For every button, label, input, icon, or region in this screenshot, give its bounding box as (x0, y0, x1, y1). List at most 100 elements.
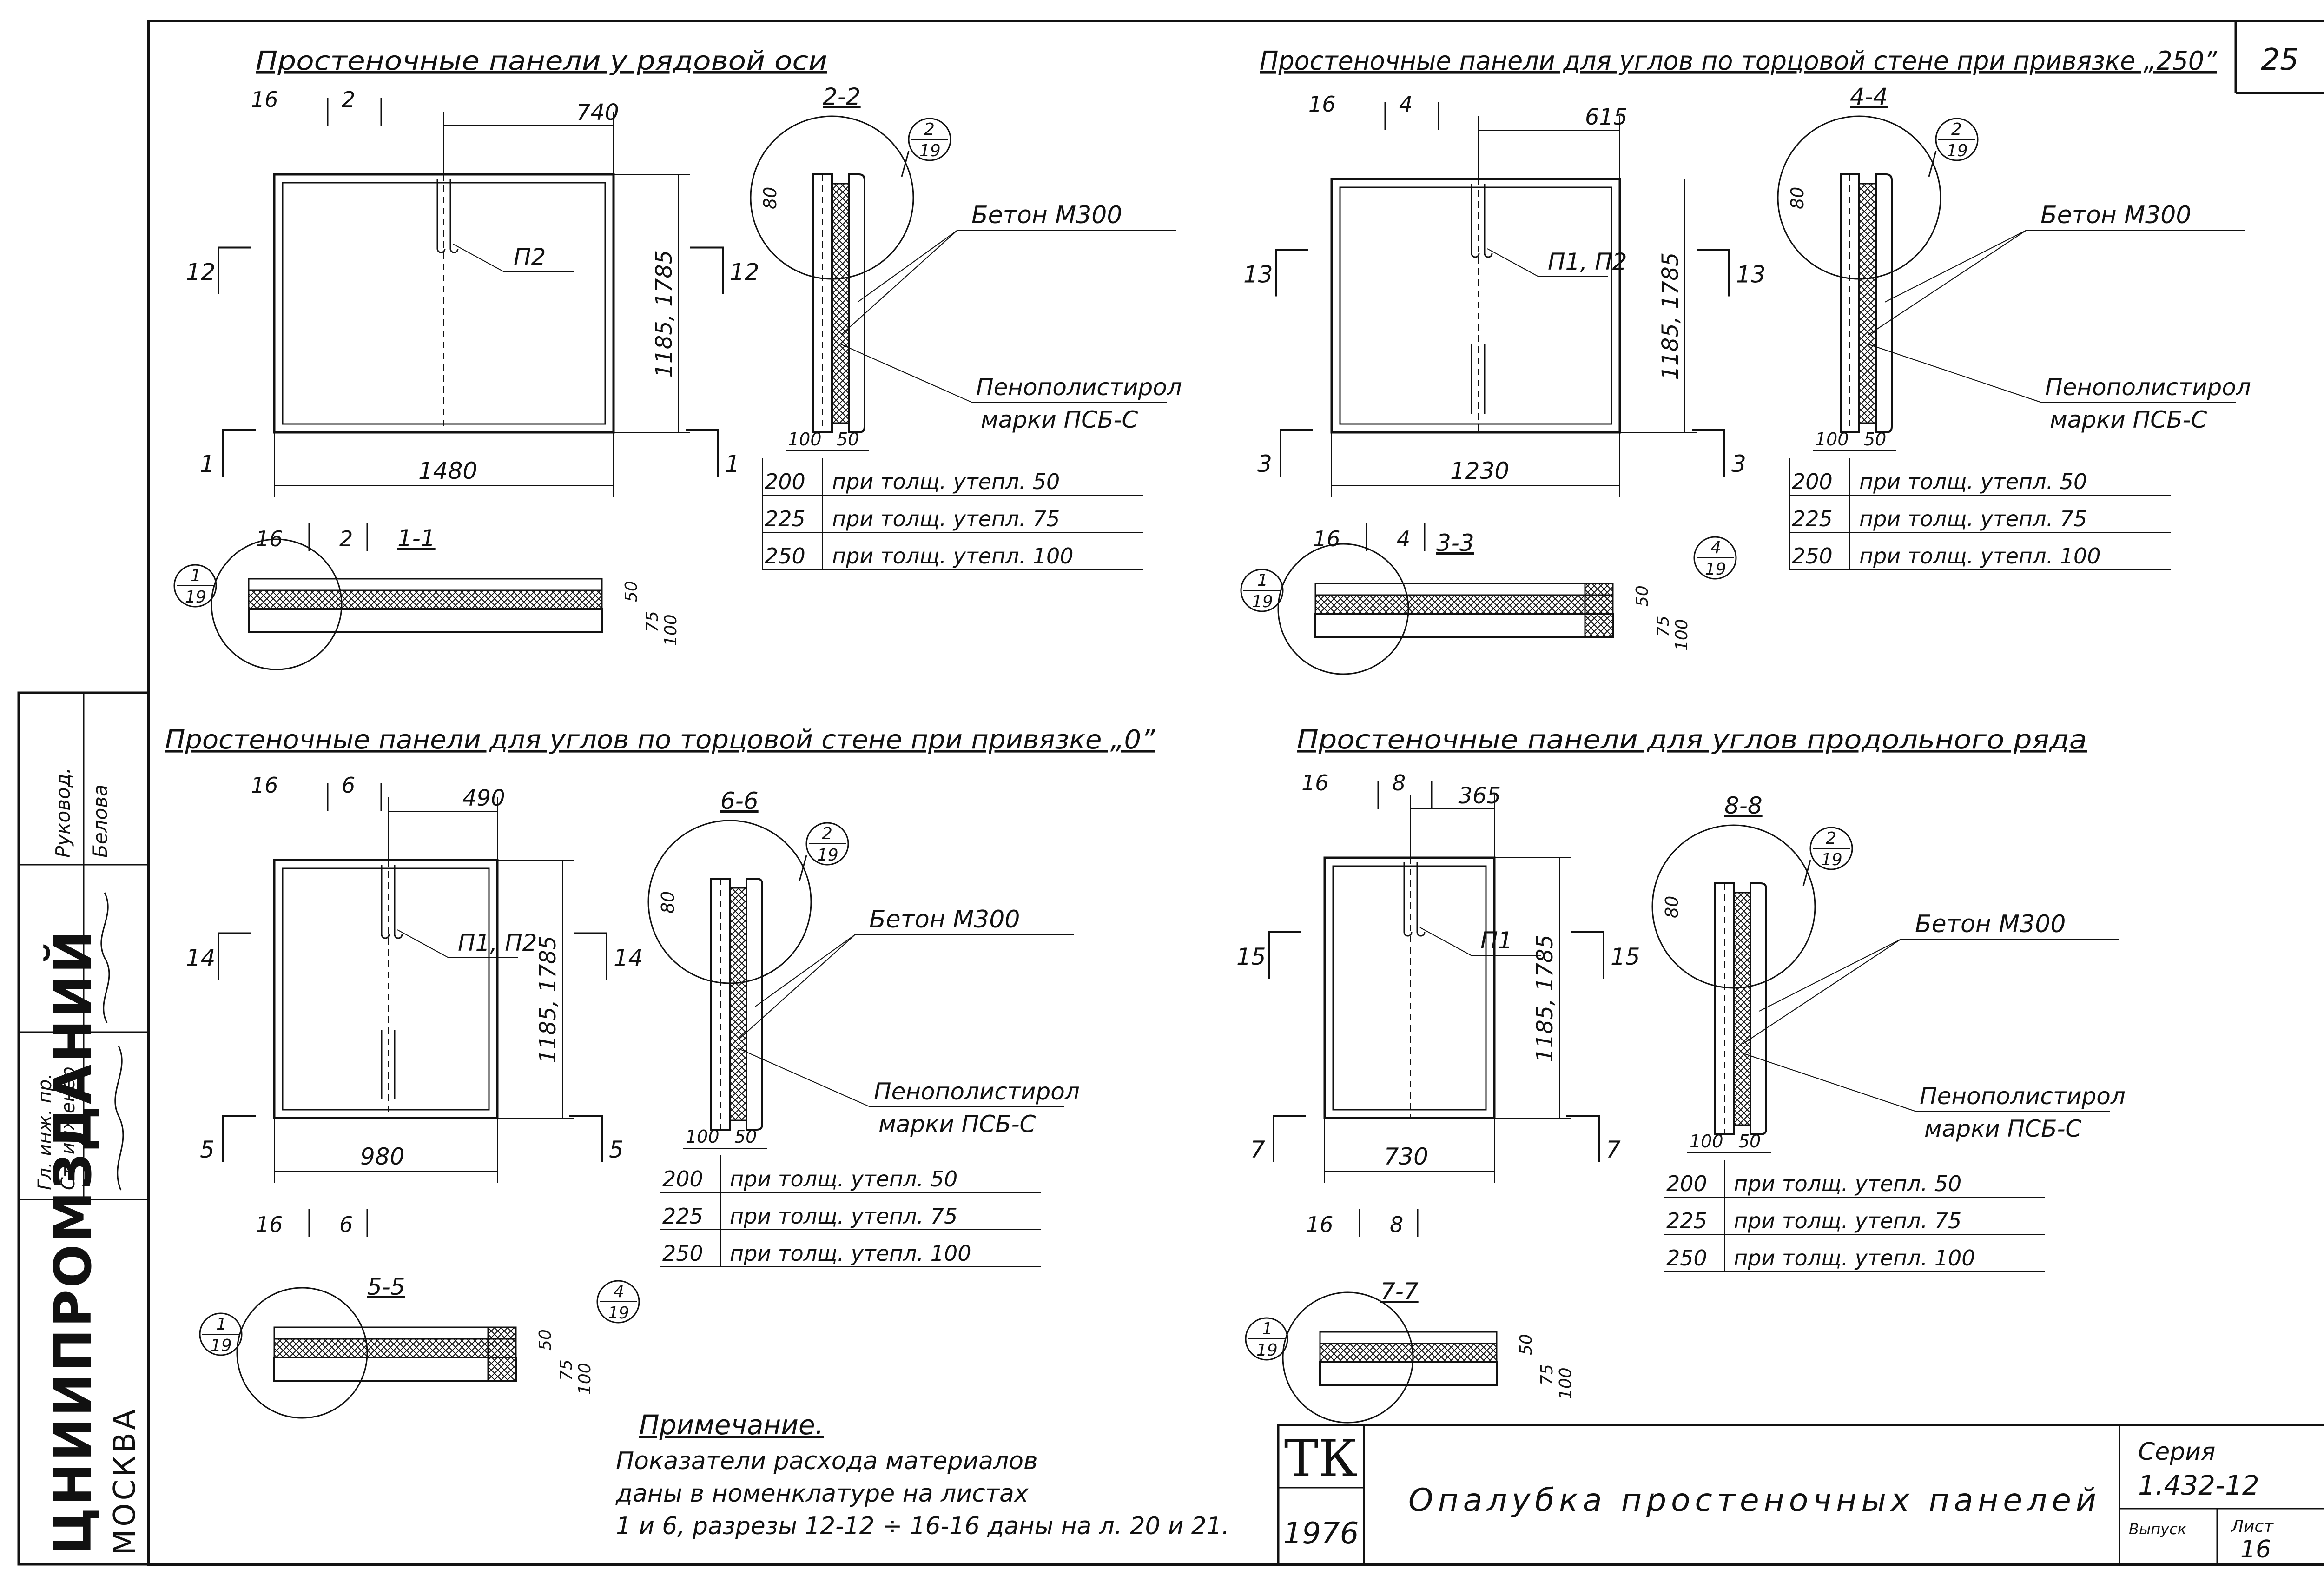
series-label: Серия (2138, 1438, 2215, 1466)
note-title: Примечание. (639, 1409, 824, 1441)
insert-label: П1 (1480, 927, 1512, 954)
table-note: при толщ. утепл. 50 (1859, 469, 2087, 494)
plan-dim-100: 100 (661, 614, 680, 646)
dim-100: 100 (788, 429, 822, 450)
cut-label-bottom-left: 1 (200, 450, 215, 477)
cut-marker-bottom-left (222, 1115, 256, 1162)
panel-group-end-wall-0: Простеночные панели для углов по торцово… (165, 725, 1155, 1419)
panel-title: Простеночные панели у рядовой оси (256, 46, 827, 76)
cut-marker-right (574, 932, 607, 980)
label-leader (1743, 939, 1901, 1044)
cut-marker-right (1571, 931, 1604, 979)
plan-corner (487, 1326, 517, 1382)
section-dim-80: 80 (1787, 187, 1808, 209)
panel-group-end-wall-250: Простеночные панели для углов по торцово… (1240, 46, 2251, 675)
insert-leader (1419, 927, 1472, 956)
label-leader (738, 1048, 870, 1107)
plan-detail-circle (1277, 543, 1409, 675)
cut-label-bottom-right: 5 (609, 1136, 624, 1163)
dim-16: 16 (251, 87, 278, 112)
plan-section-label: 1-1 (397, 525, 436, 552)
callout-top: 2 (1951, 120, 1962, 139)
label-concrete: Бетон М300 (2040, 201, 2191, 229)
panel-title: Простеночные панели для углов по торцово… (1260, 46, 2218, 76)
panel-outline (1330, 178, 1621, 434)
label-concrete: Бетон М300 (971, 201, 1122, 229)
plan-section-label: 7-7 (1380, 1278, 1419, 1305)
label-leader (1742, 1053, 1915, 1112)
plan-callout-top: 1 (1257, 571, 1268, 590)
callout-bottom: 19 (919, 141, 941, 160)
detail-circle (1651, 824, 1816, 989)
insert-hook-bottom (381, 1030, 396, 1099)
section-label: 4-4 (1850, 83, 1888, 110)
dim-half: 615 (1585, 104, 1628, 130)
stamp-org: ЦНИИПРОМЗДАНИЙ (43, 929, 103, 1555)
insert-hook (381, 865, 403, 939)
panel-group-longitudinal-row: Простеночные панели для углов продольног… (1236, 725, 2126, 1424)
title-year: 1976 (1283, 1516, 1359, 1551)
page-number: 25 (2261, 43, 2298, 77)
dim-width: 730 (1384, 1143, 1428, 1170)
plan-callout-circle (1245, 1317, 1288, 1361)
label-leader (840, 344, 972, 403)
table-note: при толщ. утепл. 100 (1859, 543, 2101, 569)
note-line-2: даны в номенклатуре на листах (615, 1480, 1029, 1508)
section-label: 2-2 (823, 83, 861, 110)
cut-marker-right (690, 246, 724, 294)
section-label: 6-6 (720, 788, 759, 814)
section-label: 8-8 (1724, 792, 1763, 819)
insert-leader (1487, 248, 1539, 277)
plan-base-layer (1314, 613, 1614, 638)
plan-section-label: 5-5 (367, 1273, 405, 1300)
plan-top-layer (1314, 583, 1614, 596)
plan-base-layer (273, 1357, 517, 1382)
table-thickness: 250 (1792, 543, 1833, 569)
plan-dim-50: 50 (536, 1329, 555, 1351)
table-note: при толщ. утепл. 100 (1734, 1245, 1975, 1271)
label-foam-1: Пенополистирол (1920, 1083, 2126, 1110)
panel-inner-outline (282, 867, 490, 1111)
plan-callout-circle-corner (596, 1280, 640, 1324)
series-value: 1.432-12 (2138, 1470, 2259, 1501)
label-foam-2: марки ПСБ-С (1924, 1115, 2082, 1142)
insert-label: П2 (514, 244, 546, 271)
panel-inner-outline (1339, 186, 1612, 425)
insert-label: П1, П2 (1548, 248, 1627, 275)
section-insulation (831, 183, 850, 424)
dim-half: 740 (576, 99, 619, 126)
plan-callout-circle (199, 1312, 243, 1356)
dim-16: 16 (1308, 92, 1336, 117)
section-insulation (1858, 183, 1877, 424)
dim-16-bottom: 16 (1313, 526, 1340, 551)
cut-marker-bottom-right (1692, 429, 1725, 477)
plan-dim-75: 75 (557, 1359, 576, 1381)
note-line-3: 1 и 6, разрезы 12-12 ÷ 16-16 даны на л. … (616, 1512, 1229, 1540)
plan-top-layer (248, 578, 603, 591)
dim-half: 365 (1459, 783, 1501, 809)
table-thickness: 250 (765, 543, 805, 569)
section-concrete-outer (1875, 173, 1893, 433)
plan-insulation (273, 1338, 517, 1358)
plan-dim-75: 75 (1654, 616, 1673, 637)
stamp-name-3: Белова (89, 784, 112, 858)
insert-hook-bottom (1471, 344, 1486, 414)
label-leader (739, 934, 856, 1040)
dim-offset-bottom: 6 (339, 1212, 353, 1237)
table-note: при толщ. утепл. 75 (730, 1204, 957, 1229)
panel-title: Простеночные панели для углов продольног… (1297, 725, 2087, 755)
plan-callout-top: 4 (614, 1282, 624, 1301)
dim-half: 490 (462, 785, 505, 811)
section-insulation (1733, 892, 1751, 1126)
insert-label: П1, П2 (458, 929, 537, 956)
label-leader (1884, 230, 2027, 303)
label-leader (857, 230, 958, 303)
label-leader (841, 230, 958, 335)
cut-label-right: 12 (730, 259, 759, 286)
note-block: Примечание. Показатели расхода материало… (615, 1409, 1229, 1540)
dim-offset: 6 (342, 773, 355, 798)
plan-insulation (1319, 1343, 1498, 1363)
table-thickness: 250 (1666, 1245, 1707, 1271)
dim-100: 100 (1690, 1131, 1723, 1152)
